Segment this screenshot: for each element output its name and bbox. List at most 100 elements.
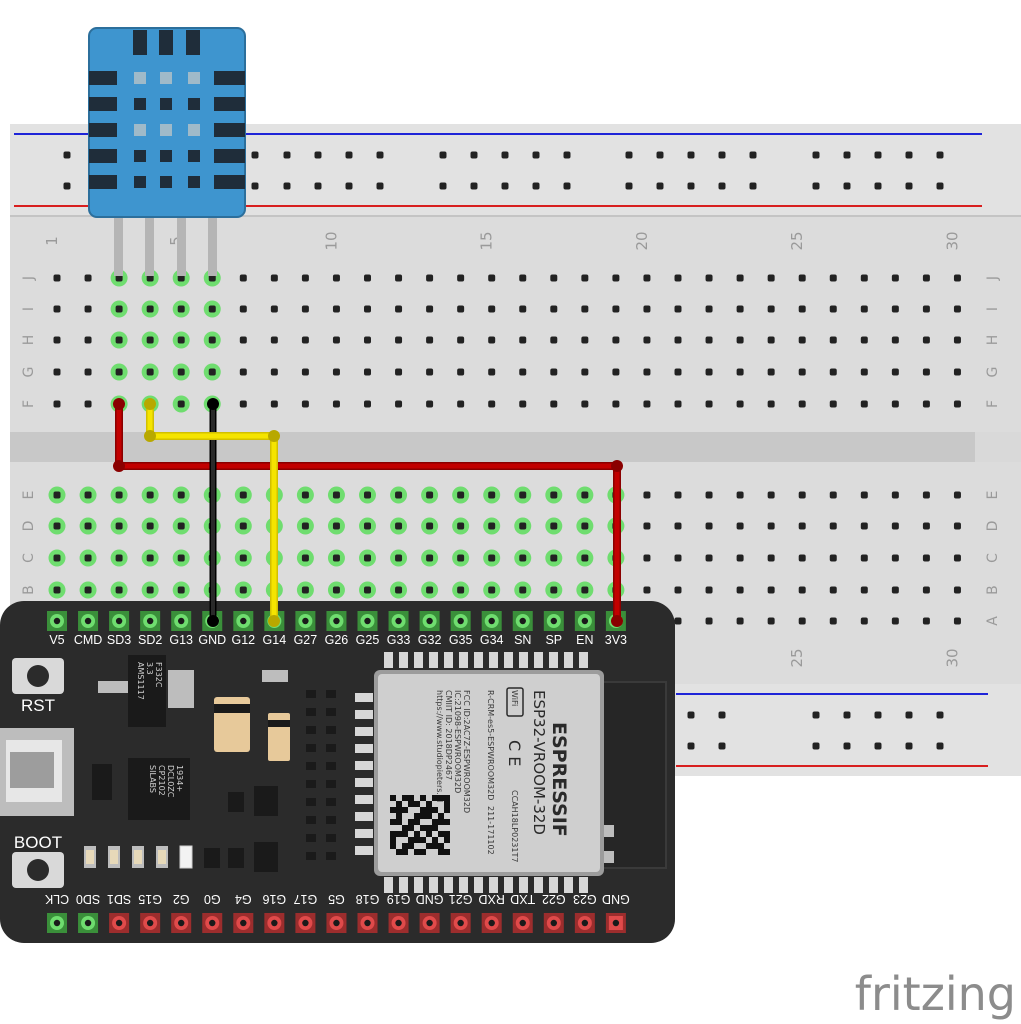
breadboard-hole[interactable] [519,274,527,282]
breadboard-hole[interactable] [177,522,185,530]
breadboard-hole[interactable] [643,554,651,562]
breadboard-hole[interactable] [115,305,123,313]
breadboard-hole[interactable] [718,151,726,159]
breadboard-hole[interactable] [736,368,744,376]
breadboard-hole[interactable] [332,305,340,313]
breadboard-hole[interactable] [519,336,527,344]
breadboard-hole[interactable] [891,368,899,376]
breadboard-hole[interactable] [239,305,247,313]
breadboard-hole[interactable] [891,554,899,562]
breadboard-hole[interactable] [953,368,961,376]
breadboard-hole[interactable] [426,400,434,408]
breadboard-hole[interactable] [177,554,185,562]
breadboard-hole[interactable] [395,491,403,499]
breadboard-hole[interactable] [905,182,913,190]
breadboard-hole[interactable] [798,522,806,530]
breadboard-hole[interactable] [936,742,944,750]
breadboard-hole[interactable] [332,522,340,530]
breadboard-hole[interactable] [874,711,882,719]
breadboard-hole[interactable] [860,617,868,625]
breadboard-hole[interactable] [749,182,757,190]
breadboard-hole[interactable] [953,400,961,408]
breadboard-hole[interactable] [860,400,868,408]
breadboard-hole[interactable] [891,586,899,594]
breadboard-hole[interactable] [177,491,185,499]
breadboard-hole[interactable] [146,336,154,344]
breadboard-hole[interactable] [563,182,571,190]
breadboard-hole[interactable] [767,491,775,499]
breadboard-hole[interactable] [364,336,371,344]
breadboard-hole[interactable] [922,274,930,282]
breadboard-hole[interactable] [488,305,496,313]
breadboard-hole[interactable] [146,491,154,499]
breadboard-hole[interactable] [922,400,930,408]
breadboard-hole[interactable] [115,522,123,530]
breadboard-hole[interactable] [146,305,154,313]
breadboard-hole[interactable] [891,400,899,408]
breadboard-hole[interactable] [922,586,930,594]
breadboard-hole[interactable] [251,151,259,159]
breadboard-hole[interactable] [63,151,71,159]
breadboard-hole[interactable] [457,336,465,344]
breadboard-hole[interactable] [439,182,447,190]
breadboard-hole[interactable] [519,586,527,594]
breadboard-hole[interactable] [426,368,434,376]
breadboard-hole[interactable] [364,274,371,282]
breadboard-hole[interactable] [798,305,806,313]
breadboard-hole[interactable] [314,151,322,159]
breadboard-hole[interactable] [115,491,123,499]
breadboard-hole[interactable] [208,274,216,282]
breadboard-hole[interactable] [53,305,61,313]
breadboard-hole[interactable] [581,336,589,344]
breadboard-hole[interactable] [395,336,403,344]
breadboard-hole[interactable] [829,586,837,594]
breadboard-hole[interactable] [936,711,944,719]
breadboard-hole[interactable] [767,554,775,562]
breadboard-hole[interactable] [177,368,185,376]
breadboard-hole[interactable] [376,182,384,190]
breadboard-hole[interactable] [705,305,713,313]
breadboard-hole[interactable] [860,522,868,530]
breadboard-hole[interactable] [115,274,123,282]
breadboard-hole[interactable] [457,400,465,408]
breadboard-hole[interactable] [687,151,695,159]
breadboard-hole[interactable] [239,336,247,344]
breadboard-hole[interactable] [953,522,961,530]
breadboard-hole[interactable] [829,400,837,408]
breadboard-hole[interactable] [519,554,527,562]
breadboard-hole[interactable] [426,305,434,313]
breadboard-hole[interactable] [829,368,837,376]
breadboard-hole[interactable] [860,586,868,594]
breadboard-hole[interactable] [687,711,695,719]
breadboard-hole[interactable] [146,522,154,530]
breadboard-hole[interactable] [519,305,527,313]
breadboard-hole[interactable] [581,368,589,376]
breadboard-hole[interactable] [891,336,899,344]
breadboard-hole[interactable] [767,586,775,594]
breadboard-hole[interactable] [891,305,899,313]
breadboard-hole[interactable] [905,151,913,159]
breadboard-hole[interactable] [53,400,61,408]
breadboard-hole[interactable] [364,491,371,499]
breadboard-hole[interactable] [146,554,154,562]
breadboard-hole[interactable] [922,554,930,562]
breadboard-hole[interactable] [239,274,247,282]
breadboard-hole[interactable] [239,522,247,530]
breadboard-hole[interactable] [798,368,806,376]
breadboard-hole[interactable] [314,182,322,190]
breadboard-hole[interactable] [581,305,589,313]
breadboard-hole[interactable] [798,336,806,344]
breadboard-hole[interactable] [532,151,540,159]
yellow-wire[interactable] [147,404,277,621]
breadboard-hole[interactable] [643,491,651,499]
breadboard-hole[interactable] [426,274,434,282]
breadboard-hole[interactable] [488,336,496,344]
breadboard-hole[interactable] [612,305,620,313]
breadboard-hole[interactable] [798,400,806,408]
breadboard-hole[interactable] [283,151,291,159]
breadboard-hole[interactable] [798,554,806,562]
breadboard-hole[interactable] [705,522,713,530]
breadboard-hole[interactable] [550,336,558,344]
breadboard-hole[interactable] [829,617,837,625]
breadboard-hole[interactable] [612,400,620,408]
